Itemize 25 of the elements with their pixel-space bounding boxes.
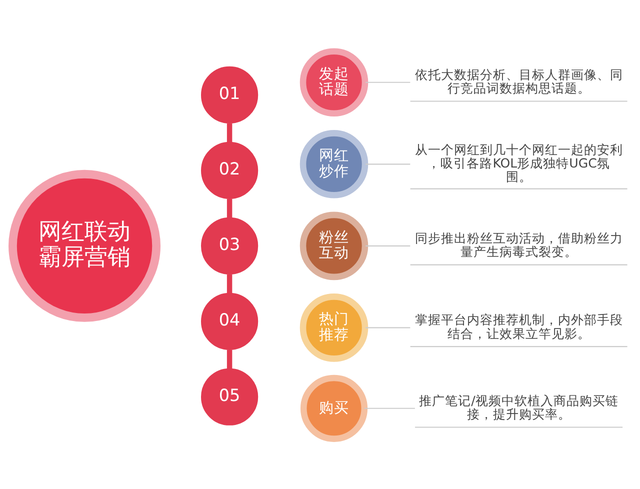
- connector: [366, 244, 410, 246]
- node-text: 从一个网红到几十个网红一起的安利，吸引各路KOL形成独特UGC氛围。: [414, 141, 623, 184]
- node-circle: 购买: [300, 374, 368, 442]
- connector: [366, 326, 410, 328]
- connector: [226, 274, 232, 293]
- connector: [366, 163, 410, 164]
- node-circle: 03: [201, 216, 258, 274]
- node-text: 依托大数据分析、目标人群画像、同行竞品词数据构思话题。: [414, 66, 623, 95]
- connector: [364, 407, 415, 408]
- connector: [226, 198, 232, 218]
- node-circle: 粉丝互动: [300, 211, 368, 280]
- node-text: 掌握平台内容推荐机制，内外部手段结合，让效果立竿见影。: [414, 312, 623, 340]
- node-circle: 网红炒作: [300, 130, 368, 198]
- connector: [226, 122, 232, 142]
- node-text: 同步推出粉丝互动活动，借助粉丝力量产生病毒式裂变。: [414, 230, 623, 258]
- node-circle: 网红联动霸屏营销: [8, 169, 161, 322]
- node-circle: 05: [201, 368, 258, 425]
- connector: [366, 81, 410, 82]
- node-circle: 01: [201, 66, 258, 124]
- connector: [226, 349, 232, 368]
- node-circle: 02: [201, 141, 258, 199]
- node-circle: 热门推荐: [300, 293, 368, 362]
- node-circle: 发起话题: [300, 48, 368, 116]
- node-circle: 04: [201, 292, 258, 350]
- node-text: 推广笔记/视频中软植入商品购买链接，提升购买率。: [419, 392, 618, 421]
